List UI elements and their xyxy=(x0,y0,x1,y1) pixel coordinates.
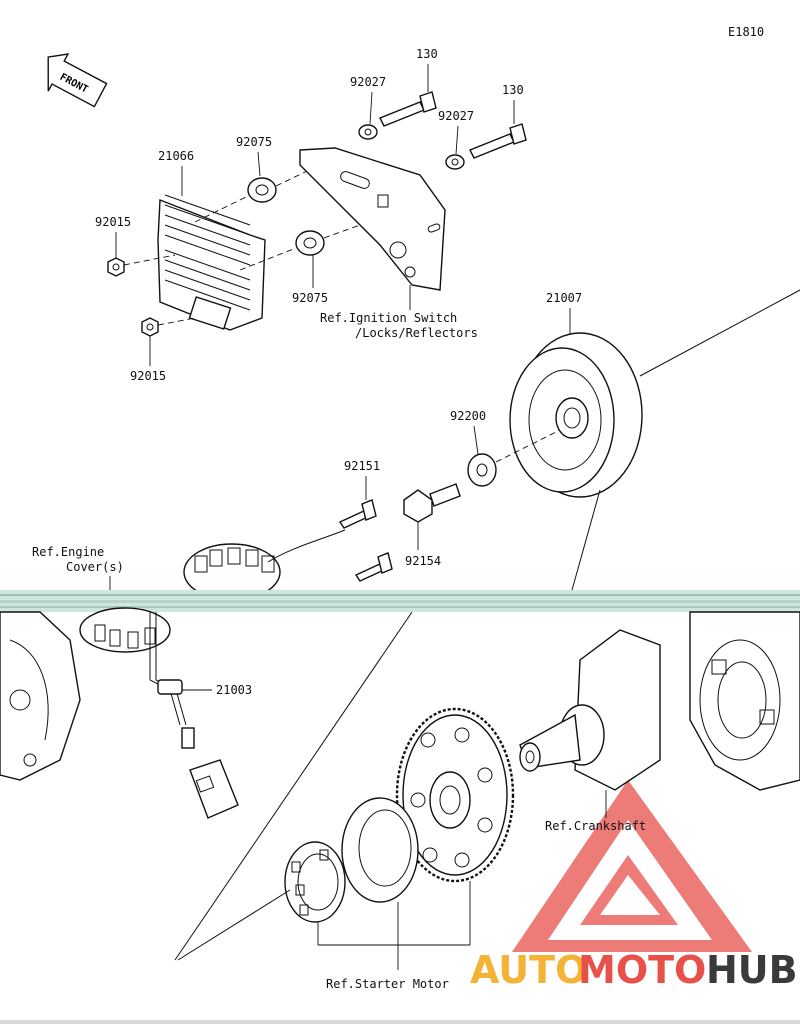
diagram-code: E1810 xyxy=(728,25,764,39)
grommet-92075-top xyxy=(247,177,277,203)
label-92075-bottom: 92075 xyxy=(292,291,328,305)
label-92075-top: 92075 xyxy=(236,135,272,149)
one-way-clutch xyxy=(284,841,346,923)
crankshaft xyxy=(519,629,661,791)
label-92015-top: 92015 xyxy=(95,215,131,229)
scan-noise-band xyxy=(0,590,800,612)
mounting-bracket xyxy=(299,147,446,291)
grommet-92075-bottom xyxy=(295,230,325,256)
collar-92027-right xyxy=(445,154,465,170)
ref-starter-motor: Ref.Starter Motor xyxy=(326,977,449,991)
starter-clutch-disc xyxy=(341,797,419,903)
collar-92027-left xyxy=(358,124,378,140)
nut-92015-bottom xyxy=(141,317,159,337)
label-92154: 92154 xyxy=(405,554,441,568)
watermark-logo xyxy=(512,780,752,952)
label-21003: 21003 xyxy=(216,683,252,697)
crankcase xyxy=(689,611,800,791)
watermark-hub: HUB xyxy=(706,948,798,992)
label-92200: 92200 xyxy=(450,409,486,423)
ref-crankshaft: Ref.Crankshaft xyxy=(545,819,646,833)
stator xyxy=(183,529,346,601)
bottom-noise xyxy=(0,1020,800,1024)
ref-ignition-line2: /Locks/Reflectors xyxy=(355,326,478,340)
ref-ignition-line1: Ref.Ignition Switch xyxy=(320,311,457,325)
label-21007: 21007 xyxy=(546,291,582,305)
label-92027-left: 92027 xyxy=(350,75,386,89)
front-arrow-icon: FRONT xyxy=(47,53,108,108)
starter-gear xyxy=(395,707,515,883)
regulator-rectifier xyxy=(157,194,266,331)
label-92151: 92151 xyxy=(344,459,380,473)
label-92015-bottom: 92015 xyxy=(130,369,166,383)
bolt-92154 xyxy=(403,483,461,523)
ref-engine-line1: Ref.Engine xyxy=(32,545,104,559)
flywheel-rotor xyxy=(509,332,643,498)
watermark-auto: AUTO xyxy=(470,948,587,992)
ref-engine-line2: Cover(s) xyxy=(66,560,124,574)
washer-92200 xyxy=(467,453,497,487)
watermark-moto: MOTO xyxy=(578,948,706,992)
watermark-text: AUTO MOTO HUB xyxy=(470,948,798,992)
engine-cover xyxy=(0,611,81,781)
label-130-right: 130 xyxy=(502,83,524,97)
label-92027-right: 92027 xyxy=(438,109,474,123)
starter-motor-ref-lines xyxy=(317,881,471,970)
bolt-92151 xyxy=(338,499,393,582)
pickup-coil-harness xyxy=(149,612,239,819)
bolt-130-left xyxy=(379,91,437,127)
label-130-left: 130 xyxy=(416,47,438,61)
label-21066: 21066 xyxy=(158,149,194,163)
bolt-130-right xyxy=(469,123,527,159)
stator-lower xyxy=(79,607,171,653)
nut-92015-top xyxy=(107,257,125,277)
